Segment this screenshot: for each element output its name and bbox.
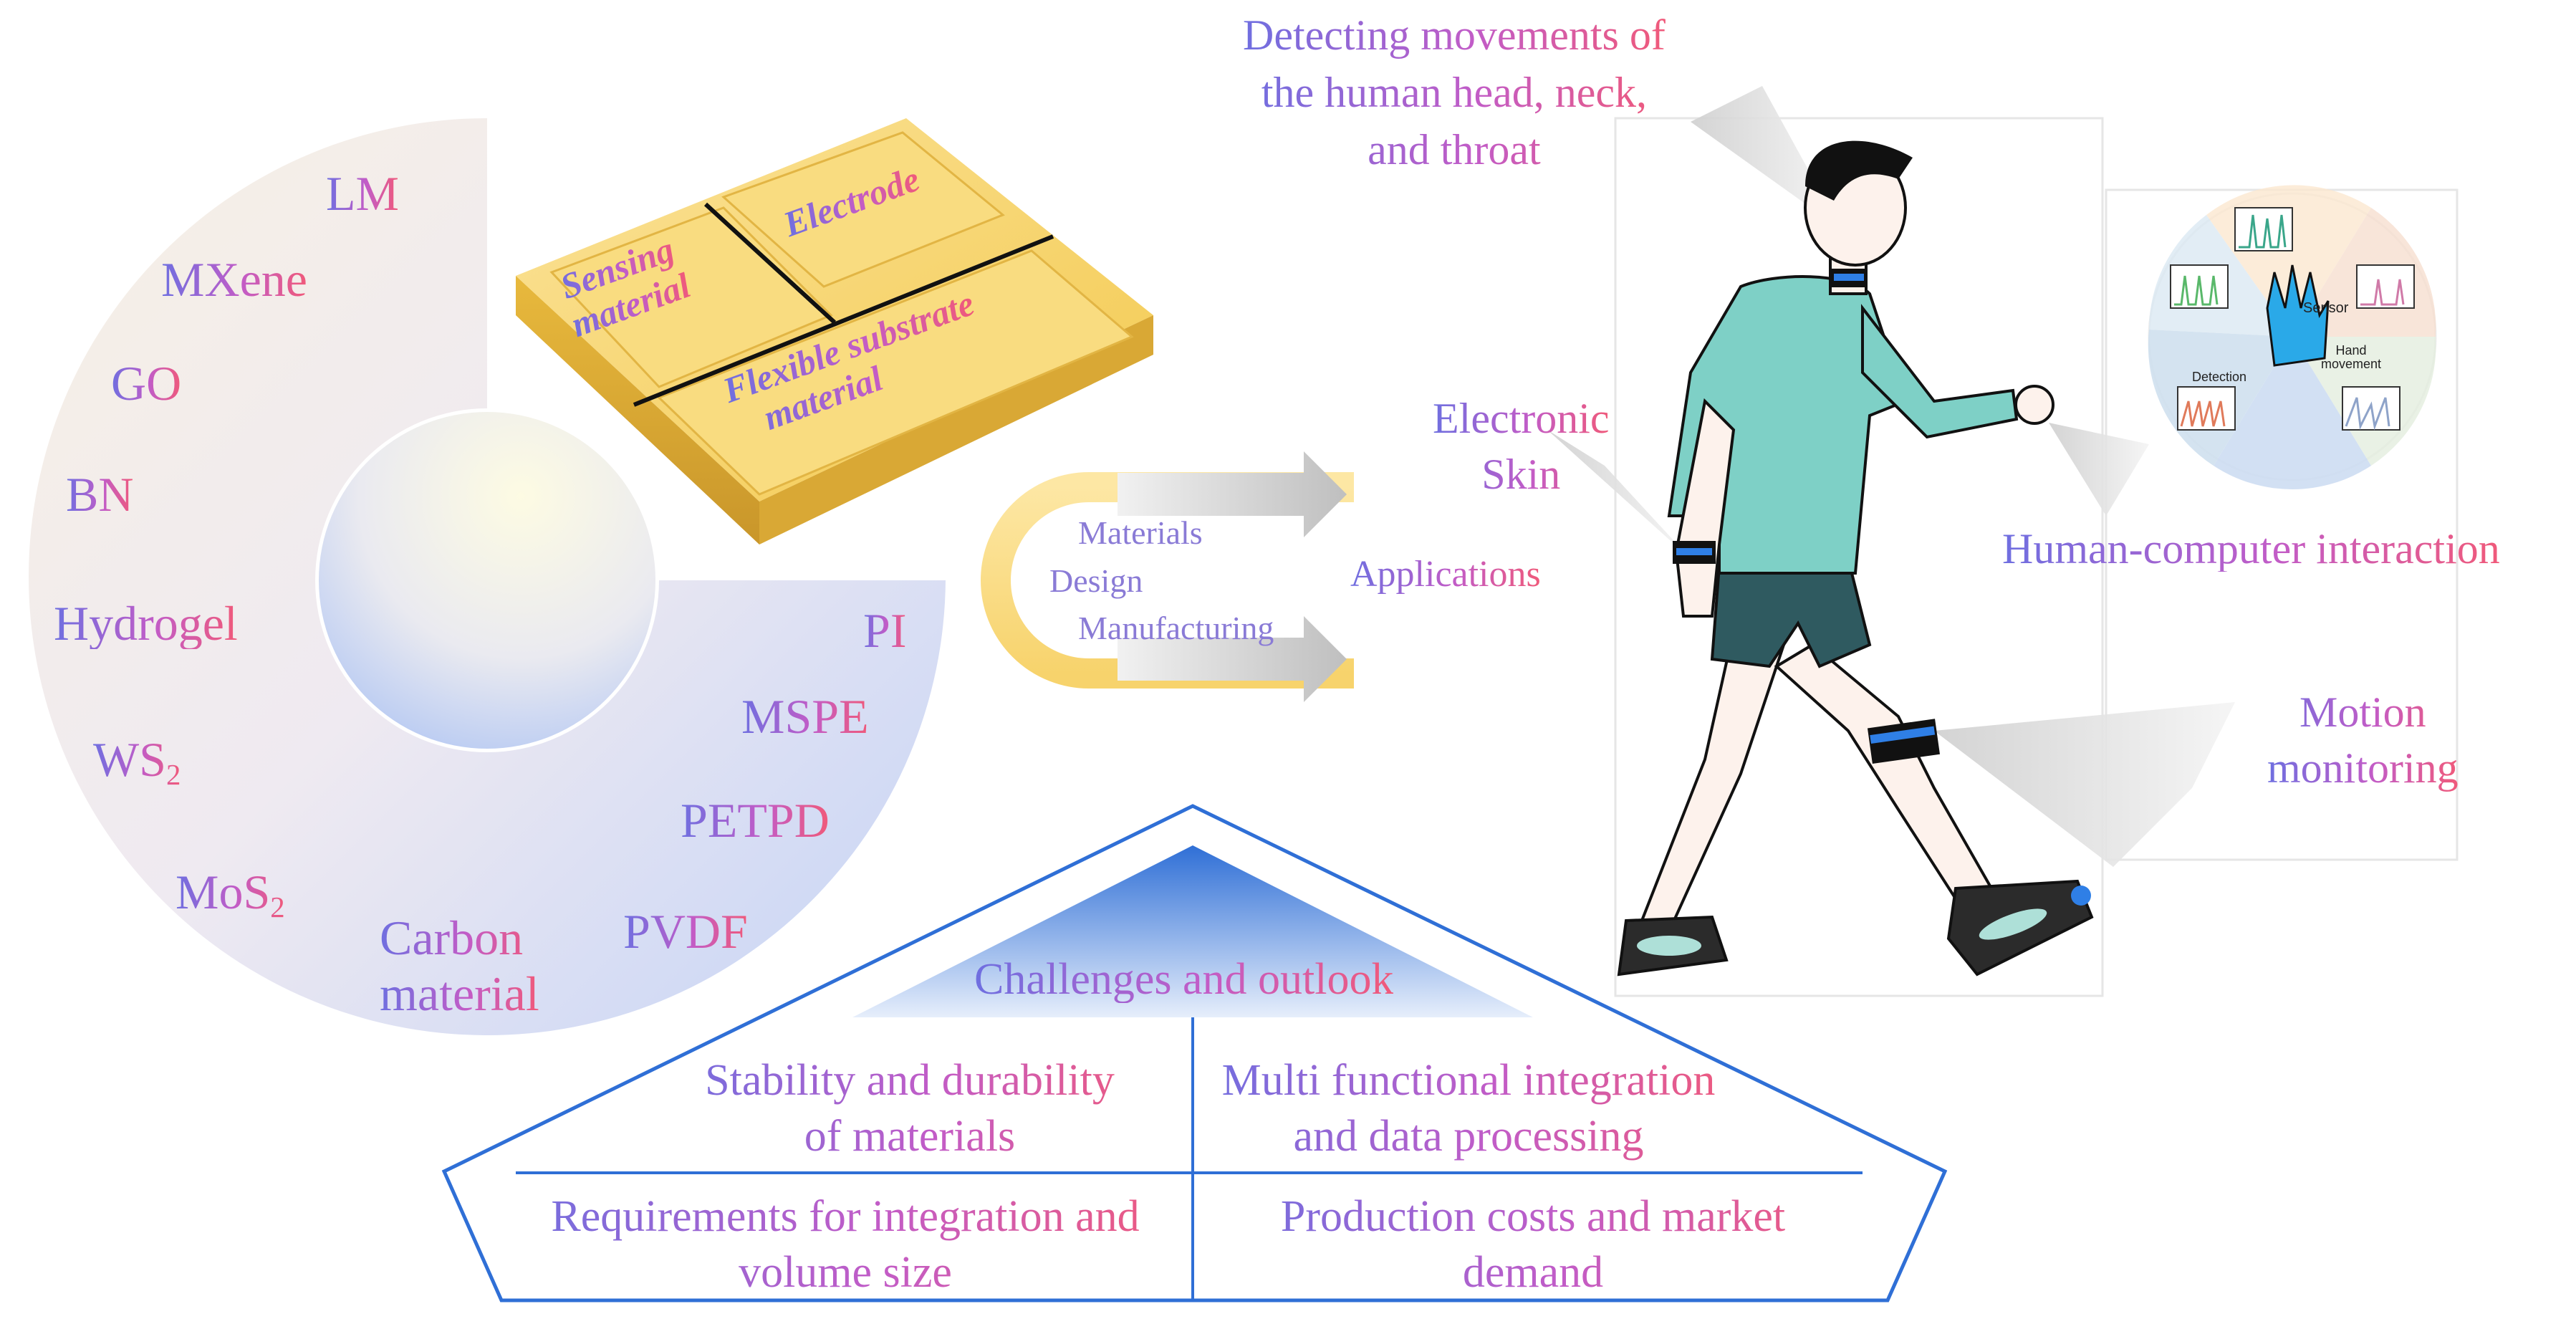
material-carbon-line1: Carbon xyxy=(380,911,524,965)
inset-detection-label: Detection xyxy=(2192,370,2247,384)
challenge-volume-line2: volume size xyxy=(739,1247,952,1297)
app-skin-line2: Skin xyxy=(1481,451,1561,498)
material-ws2: WS2 xyxy=(93,732,181,792)
sensor-device xyxy=(516,118,1153,544)
material-mos2: MoS2 xyxy=(176,865,285,924)
challenge-integration: Multi functional integration and data pr… xyxy=(1196,1053,1741,1164)
app-motion-monitoring: Motion monitoring xyxy=(2267,684,2459,796)
inset-hand-line1: Hand xyxy=(2335,343,2367,358)
flow-materials: Materials xyxy=(1078,514,1203,551)
app-skin-line1: Electronic xyxy=(1433,395,1610,442)
material-mxene: MXene xyxy=(161,252,307,307)
hci-inset xyxy=(2148,185,2437,489)
inset-hand-label: Hand movement xyxy=(2321,344,2381,371)
inset-hand-line2: movement xyxy=(2321,356,2382,371)
flow-arrow-top xyxy=(1118,451,1347,537)
flow-u-shape xyxy=(981,472,1354,689)
app-electronic-skin: Electronic Skin xyxy=(1433,390,1610,502)
material-pvdf: PVDF xyxy=(623,904,748,959)
app-head-line3: and throat xyxy=(1368,125,1541,173)
challenges-title: Challenges and outlook xyxy=(974,955,1394,1004)
ring-center-circle xyxy=(319,412,655,749)
material-lm: LM xyxy=(326,166,399,221)
challenges-pentagon xyxy=(441,804,1948,1302)
challenges-triangle xyxy=(852,845,1533,1017)
material-carbon: Carbon material xyxy=(380,910,539,1022)
challenge-volume-line1: Requirements for integration and xyxy=(551,1192,1140,1241)
challenge-costs-line1: Production costs and market xyxy=(1280,1192,1786,1241)
app-head-line1: Detecting movements of xyxy=(1243,11,1666,59)
material-go: GO xyxy=(111,356,182,411)
person-panel-frame xyxy=(1614,117,2104,997)
app-head-neck-throat: Detecting movements of the human head, n… xyxy=(1243,7,1666,178)
challenge-integration-line1: Multi functional integration xyxy=(1221,1056,1716,1105)
walking-person xyxy=(1617,140,2094,977)
challenge-production-costs: Production costs and market demand xyxy=(1218,1189,1848,1300)
flow-design: Design xyxy=(1049,562,1143,599)
challenge-costs-line2: demand xyxy=(1462,1247,1604,1297)
challenge-stability-line2: of materials xyxy=(804,1111,1016,1161)
beam-head xyxy=(1691,86,1841,229)
flow-arrow-bottom xyxy=(1118,616,1347,702)
beam-skin xyxy=(1547,430,1691,559)
materials-ring xyxy=(29,118,946,1035)
challenge-volume-size: Requirements for integration and volume … xyxy=(501,1189,1189,1300)
material-bn: BN xyxy=(66,467,134,522)
challenge-stability-line1: Stability and durability xyxy=(705,1056,1115,1105)
material-hydrogel: Hydrogel xyxy=(54,596,238,651)
material-petpd: PETPD xyxy=(681,793,830,848)
challenge-stability: Stability and durability of materials xyxy=(659,1053,1160,1164)
flow-applications: Applications xyxy=(1350,554,1541,595)
beam-hci xyxy=(2049,423,2149,516)
inset-sensor-label: Sensor xyxy=(2303,300,2349,316)
app-motion-line2: monitoring xyxy=(2267,744,2459,792)
material-carbon-line2: material xyxy=(380,966,539,1022)
flow-manufacturing: Manufacturing xyxy=(1078,610,1274,646)
app-head-line2: the human head, neck, xyxy=(1261,68,1647,116)
challenge-integration-line2: and data processing xyxy=(1293,1111,1644,1161)
beam-motion xyxy=(1934,702,2235,867)
material-mspe: MSPE xyxy=(741,689,869,744)
material-pi: PI xyxy=(863,603,907,658)
app-hci: Human-computer interaction xyxy=(2002,525,2500,572)
app-motion-line1: Motion xyxy=(2299,689,2426,736)
